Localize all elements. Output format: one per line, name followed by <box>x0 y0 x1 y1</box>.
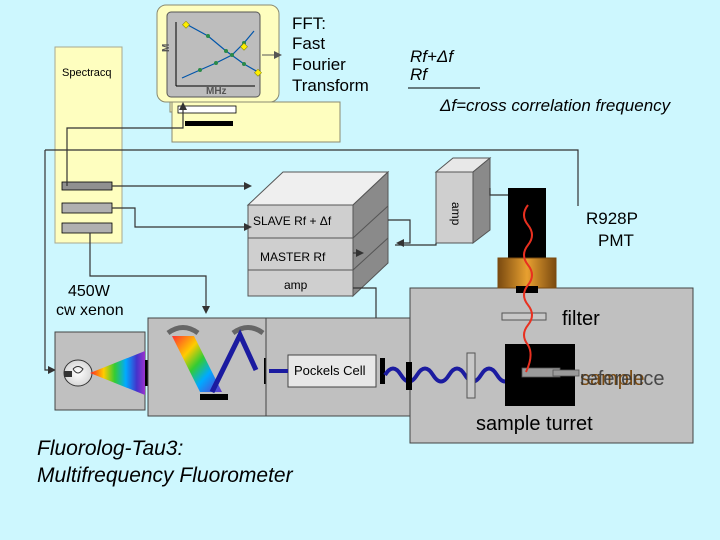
emission-filter <box>501 312 547 321</box>
slave-box <box>247 204 354 239</box>
vertical-amp-label: amp <box>449 202 463 226</box>
monitor-yellow-markers <box>182 20 262 77</box>
slave-label: SLAVE Rf + Δf <box>253 214 332 228</box>
pmt-model-label: R928P <box>586 209 638 228</box>
pockels-exit-slit <box>380 358 385 384</box>
fft-line-fast: Fast <box>292 34 326 53</box>
reference-label: reference <box>580 368 665 390</box>
caption-subtitle: Multifrequency Fluorometer <box>37 464 293 487</box>
monitor-phase-curve <box>181 30 255 79</box>
formula-denominator: Rf <box>410 65 427 84</box>
amp-box-label: amp <box>284 278 308 292</box>
sample-entrance-slit <box>406 362 412 390</box>
pmt-label: PMT <box>598 231 634 250</box>
sample-holder-rod <box>552 369 580 377</box>
mono-mirror-left <box>166 325 200 336</box>
sample-turret-label: sample turret <box>476 413 593 435</box>
caption-title: Fluorolog-Tau3: <box>37 437 184 460</box>
keyboard-slot-bottom <box>185 121 233 126</box>
pockels-cell-label: Pockels Cell <box>294 363 366 378</box>
spectracq-slot-middle <box>61 202 113 214</box>
spectracq-label: Spectracq <box>62 67 112 79</box>
vertical-amp-box <box>435 171 474 244</box>
emission-signal <box>523 204 533 373</box>
sample-label: sample <box>580 368 645 390</box>
fft-line-fourier: Fourier <box>292 55 346 74</box>
lamp-type-label: cw xenon <box>56 302 124 319</box>
lamp-light-cone <box>90 351 145 395</box>
monitor-y-axis-label: M <box>161 43 172 52</box>
spectracq-slot-bottom <box>61 222 113 234</box>
spectracq-slot-top <box>61 181 113 191</box>
master-label: MASTER Rf <box>260 250 326 264</box>
vertical-amp-side <box>472 156 491 245</box>
formula-definition: Δf=cross correlation frequency <box>440 96 671 115</box>
pmt-window <box>516 286 538 293</box>
mono-dispersed-light <box>172 336 222 392</box>
lamp-power-label: 450W <box>68 283 110 300</box>
mono-beam-path <box>209 329 259 394</box>
mono-mirror-right <box>231 325 265 336</box>
filter-label: filter <box>562 308 600 330</box>
keyboard-slot-top <box>177 105 237 114</box>
pockels-cell <box>287 354 377 388</box>
polarizer-plate <box>466 352 476 399</box>
diffraction-grating <box>200 394 228 400</box>
amp-box <box>247 269 354 297</box>
fft-line-transform: Transform <box>292 76 369 95</box>
monitor-screen <box>166 11 261 98</box>
monitor-x-axis-label: MHz <box>206 86 227 97</box>
formula-numerator: Rf+Δf <box>410 47 454 66</box>
fft-title: FFT: <box>292 14 326 33</box>
